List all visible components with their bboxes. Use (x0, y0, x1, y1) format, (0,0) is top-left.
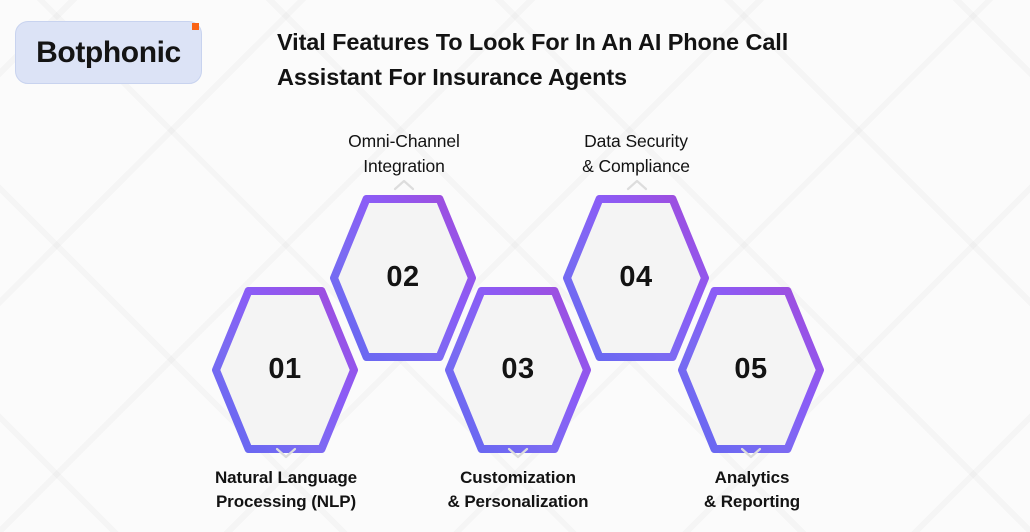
feature-label-5-line1: Analytics (714, 468, 790, 487)
feature-label-4: Data Security & Compliance (530, 129, 742, 179)
feature-label-4-line2: & Compliance (582, 155, 690, 176)
feature-label-5-line2: & Reporting (703, 492, 801, 512)
brand-logo-text: Botphonic (36, 35, 181, 69)
hexagon-step-4[interactable]: 04 (563, 195, 709, 361)
hexagon-step-1[interactable]: 01 (212, 287, 358, 453)
chevron-down-icon-step-3 (507, 447, 529, 459)
brand-logo: Botphonic (15, 21, 202, 84)
feature-label-3-line1: Customization (460, 468, 576, 487)
page-title: Vital Features To Look For In An AI Phon… (277, 29, 789, 90)
hexagon-step-1-number: 01 (268, 353, 302, 385)
feature-label-3-line2: & Personalization (447, 492, 589, 512)
feature-label-2-line1: Omni-Channel (348, 131, 460, 151)
feature-label-2-line2: Integration (363, 155, 445, 176)
feature-label-2: Omni-Channel Integration (298, 129, 510, 179)
hexagon-step-3[interactable]: 03 (445, 287, 591, 453)
hexagon-step-5-number: 05 (734, 353, 768, 385)
feature-label-1: Natural Language Processing (NLP) (180, 466, 392, 514)
chevron-up-icon-step-2 (393, 179, 415, 191)
feature-label-4-line1: Data Security (584, 131, 688, 151)
hexagon-step-2-number: 02 (386, 261, 420, 293)
hexagon-step-5[interactable]: 05 (678, 287, 824, 453)
chevron-up-icon-step-4 (626, 179, 648, 191)
logo-accent-dot-icon (192, 23, 199, 30)
feature-label-5: Analytics & Reporting (646, 466, 858, 514)
hexagon-step-2[interactable]: 02 (330, 195, 476, 361)
chevron-down-icon-step-5 (740, 447, 762, 459)
feature-label-1-line1: Natural Language (215, 468, 357, 487)
feature-label-3: Customization & Personalization (412, 466, 624, 514)
chevron-down-icon-step-1 (275, 447, 297, 459)
hexagon-step-4-number: 04 (619, 261, 653, 293)
feature-label-1-line2: Processing (NLP) (215, 492, 357, 512)
hexagon-step-3-number: 03 (501, 353, 535, 385)
